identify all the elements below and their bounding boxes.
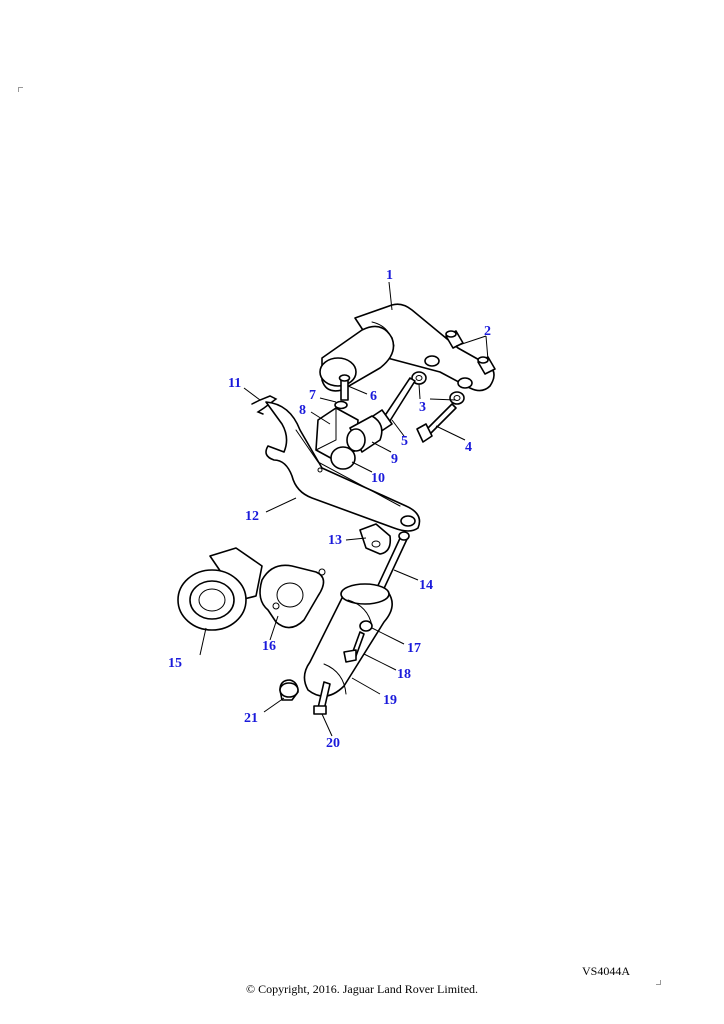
- callout-17: 17: [407, 641, 421, 656]
- part-17-washer: [359, 620, 373, 632]
- callout-10: 10: [371, 471, 385, 486]
- callout-4: 4: [465, 440, 472, 455]
- illustration-reference-code: VS4044A: [582, 964, 631, 978]
- callout-12: 12: [245, 509, 259, 524]
- copyright-notice: © Copyright, 2016. Jaguar Land Rover Lim…: [245, 982, 479, 996]
- callout-labels: 1 2 3 4 5 6 7 8 9 10 11 12 13 14 15 16 1…: [168, 268, 491, 751]
- part-13-plate: [359, 523, 392, 555]
- part-16-gasket: [259, 564, 326, 629]
- callout-9: 9: [391, 452, 398, 467]
- part-18-bolt: [343, 631, 365, 663]
- part-5-pivot-stud: [369, 377, 416, 433]
- part-20-bleed-screw: [313, 681, 331, 715]
- corner-mark-top-left: [18, 87, 23, 92]
- callout-5: 5: [401, 434, 408, 449]
- part-7-washer: [334, 400, 348, 410]
- callout-13: 13: [328, 533, 342, 548]
- leader-lines: [199, 281, 489, 737]
- callout-20: 20: [326, 736, 340, 751]
- part-4-bolt: [416, 403, 457, 443]
- callout-21: 21: [244, 711, 258, 726]
- callout-16: 16: [262, 639, 276, 654]
- part-1-bracket: [319, 303, 495, 392]
- callout-2: 2: [484, 324, 491, 339]
- callout-11: 11: [228, 376, 241, 391]
- callout-18: 18: [397, 667, 411, 682]
- callout-15: 15: [168, 656, 182, 671]
- callout-3: 3: [419, 400, 426, 415]
- callout-19: 19: [383, 693, 397, 708]
- corner-mark-bottom-right: [656, 980, 661, 985]
- part-19-slave-cylinder: [303, 583, 393, 697]
- callout-14: 14: [419, 578, 433, 593]
- callout-6: 6: [370, 389, 377, 404]
- part-6-screw: [338, 374, 351, 401]
- part-12-release-lever: [265, 401, 421, 532]
- callout-8: 8: [299, 403, 306, 418]
- part-21-dust-cap: [279, 679, 299, 701]
- callout-1: 1: [386, 268, 393, 283]
- part-15-release-bearing: [177, 547, 263, 631]
- part-10-pivot-ball: [330, 446, 356, 470]
- callout-7: 7: [309, 388, 316, 403]
